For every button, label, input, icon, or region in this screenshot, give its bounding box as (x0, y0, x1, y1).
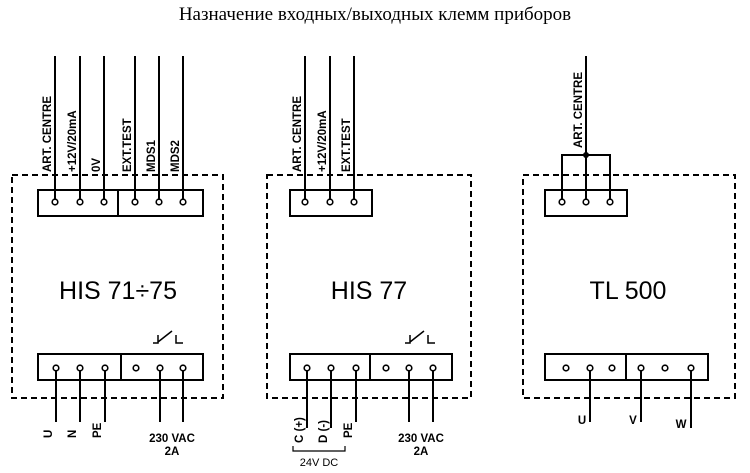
tl500-label-v: V (629, 415, 637, 427)
device-his77-housing (266, 174, 472, 399)
device-his71-75-housing (11, 174, 224, 399)
his71-label-art-centre: ART. CENTRE (42, 96, 54, 172)
his77-24vdc-bracket (292, 446, 346, 452)
his77-label-12v: +12V/20mA (317, 110, 329, 172)
tl500-junction-dot (583, 152, 589, 158)
his77-bottom-terminal-block (289, 353, 453, 428)
his71-label-n: N (67, 430, 79, 438)
tl500-bottom-terminal-block (544, 353, 709, 428)
his71-bottom-terminal-block (37, 353, 204, 422)
his77-label-pe: PE (343, 422, 355, 438)
his77-relay-rating: 2A (414, 446, 429, 458)
his77-label-ext-test: EXT.TEST (341, 118, 353, 172)
his71-label-12v: +12V/20mA (67, 110, 79, 172)
device-tl500: TL 500 ART. CENTRE U V (522, 56, 736, 431)
his77-24vdc-label: 24V DC (300, 457, 339, 469)
his71-relay-rating: 2A (165, 446, 180, 458)
his71-label-mds2: MDS2 (170, 140, 182, 172)
his77-label-c-plus: C (+) (294, 417, 306, 443)
tl500-label-w: W (676, 419, 687, 431)
device-tl500-housing (522, 174, 736, 399)
diagram-title: Назначение входных/выходных клемм прибор… (178, 4, 572, 25)
device-tl500-name: TL 500 (590, 277, 667, 305)
his71-relay-symbol (153, 330, 183, 344)
tl500-top-terminal-block (544, 56, 628, 217)
his77-label-art-centre: ART. CENTRE (292, 96, 304, 172)
device-his71-75-name: HIS 71÷75 (59, 277, 177, 305)
his71-label-mds1: MDS1 (146, 139, 158, 172)
tl500-label-u: U (578, 415, 586, 427)
his77-relay-voltage: 230 VAC (398, 433, 444, 445)
his71-label-u: U (43, 430, 55, 438)
device-his77: HIS 77 ART. CENTRE +12V/20mA EXT.TEST (266, 56, 472, 469)
tl500-label-art-centre: ART. CENTRE (573, 72, 585, 148)
device-his77-name: HIS 77 (331, 277, 407, 305)
his77-top-terminal-block (289, 56, 373, 217)
device-his71-75: HIS 71÷75 ART. CENTRE +12V/20mA 0V EXT.T… (11, 56, 224, 458)
his77-label-d-minus: D (-) (318, 420, 330, 443)
his71-label-pe: PE (92, 422, 104, 438)
his71-top-terminal-block (37, 56, 204, 217)
his77-relay-symbol (405, 330, 435, 344)
his71-label-0v: 0V (91, 158, 103, 172)
his71-relay-voltage: 230 VAC (149, 433, 195, 445)
his71-label-ext-test: EXT.TEST (122, 118, 134, 172)
